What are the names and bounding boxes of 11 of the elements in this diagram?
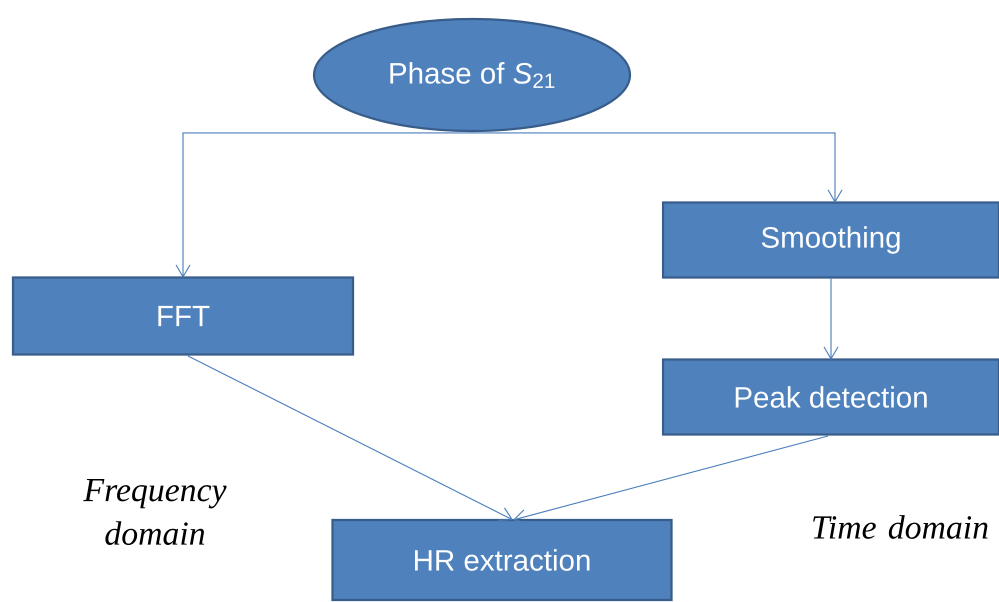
process-box: Peak detection [662,358,999,436]
process-box: Smoothing [662,201,999,279]
arrow [188,355,513,521]
process-box: FFT [12,276,354,356]
domain-label: Frequency domain [83,478,227,545]
process-box: HR extraction [331,518,673,602]
arrow [176,132,472,278]
arrow [513,435,828,524]
arrow [824,278,838,360]
domain-label: Time domain [813,515,988,539]
arrow [472,132,842,203]
